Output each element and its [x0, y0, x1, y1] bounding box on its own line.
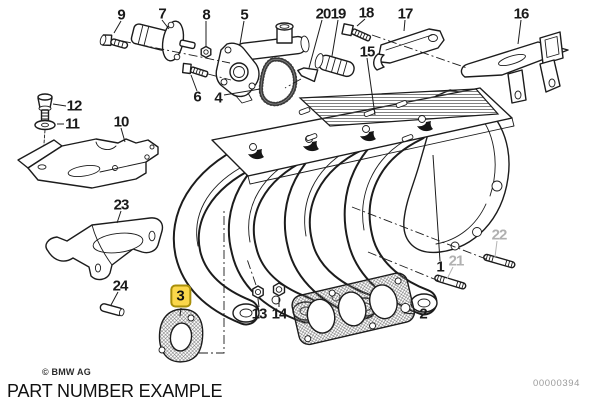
part-drawing-7-valve	[130, 20, 196, 62]
part-label-22[interactable]: 22	[491, 226, 508, 244]
part-label-10[interactable]: 10	[113, 113, 130, 131]
part-label-6[interactable]: 6	[193, 88, 201, 106]
part-label-11[interactable]: 11	[65, 115, 80, 133]
part-label-7[interactable]: 7	[158, 5, 166, 23]
part-drawing-6-bolt	[181, 62, 209, 78]
leader-lines	[52, 18, 522, 317]
part-drawing-20-plug	[297, 67, 319, 83]
part-drawing-3-gasket	[158, 308, 204, 363]
part-label-4[interactable]: 4	[214, 89, 222, 107]
part-drawing-10-plate	[17, 138, 159, 189]
part-label-1[interactable]: 1	[436, 258, 444, 276]
part-label-8[interactable]: 8	[202, 6, 210, 24]
part-drawing-24-pin	[99, 303, 125, 317]
part-drawing-12-bolt	[37, 93, 53, 122]
part-drawing-5-bracket	[215, 42, 260, 104]
part-label-17[interactable]: 17	[397, 5, 414, 23]
part-drawing-18-bolt	[341, 23, 372, 42]
part-label-9[interactable]: 9	[117, 6, 125, 24]
part-label-2[interactable]: 2	[419, 305, 427, 323]
part-drawing-22-stud	[483, 253, 516, 269]
manifold-top-pipe	[229, 22, 310, 61]
caption-text: PART NUMBER EXAMPLE	[7, 381, 223, 400]
part-drawing-14-nut	[272, 282, 286, 297]
part-label-20[interactable]: 20	[315, 5, 332, 23]
part-label-15[interactable]: 15	[359, 43, 376, 61]
part-label-16[interactable]: 16	[513, 5, 530, 23]
part-label-24[interactable]: 24	[112, 277, 129, 295]
part-drawing-21-stud	[434, 274, 467, 290]
assembly-axis-lines	[121, 34, 487, 354]
part-label-12[interactable]: 12	[66, 97, 83, 115]
part-drawing-4-profile-seal	[258, 57, 298, 107]
copyright-text: © BMW AG	[42, 367, 91, 377]
part-label-14[interactable]: 14	[271, 305, 288, 323]
part-label-23[interactable]: 23	[113, 196, 130, 214]
part-drawing-2-gasket	[291, 272, 416, 346]
drawing-number: 00000394	[533, 378, 581, 389]
part-label-21[interactable]: 21	[448, 252, 465, 270]
part-drawing-8-nut	[200, 45, 212, 59]
part-drawing-9-bolt	[99, 34, 129, 49]
part-label-5[interactable]: 5	[240, 6, 248, 24]
part-drawing-13-nut	[252, 285, 264, 299]
part-drawing-19-fitting	[314, 53, 355, 78]
part-drawing-16-bracket	[460, 31, 569, 104]
part-drawing-23-bracket	[45, 217, 164, 281]
part-label-3[interactable]: 3	[170, 284, 192, 308]
part-label-13[interactable]: 13	[251, 305, 268, 323]
part-drawing-17-bracket	[373, 28, 445, 71]
mounting-studs	[298, 100, 414, 142]
part-label-19[interactable]: 19	[330, 5, 347, 23]
part-label-18[interactable]: 18	[358, 4, 375, 22]
